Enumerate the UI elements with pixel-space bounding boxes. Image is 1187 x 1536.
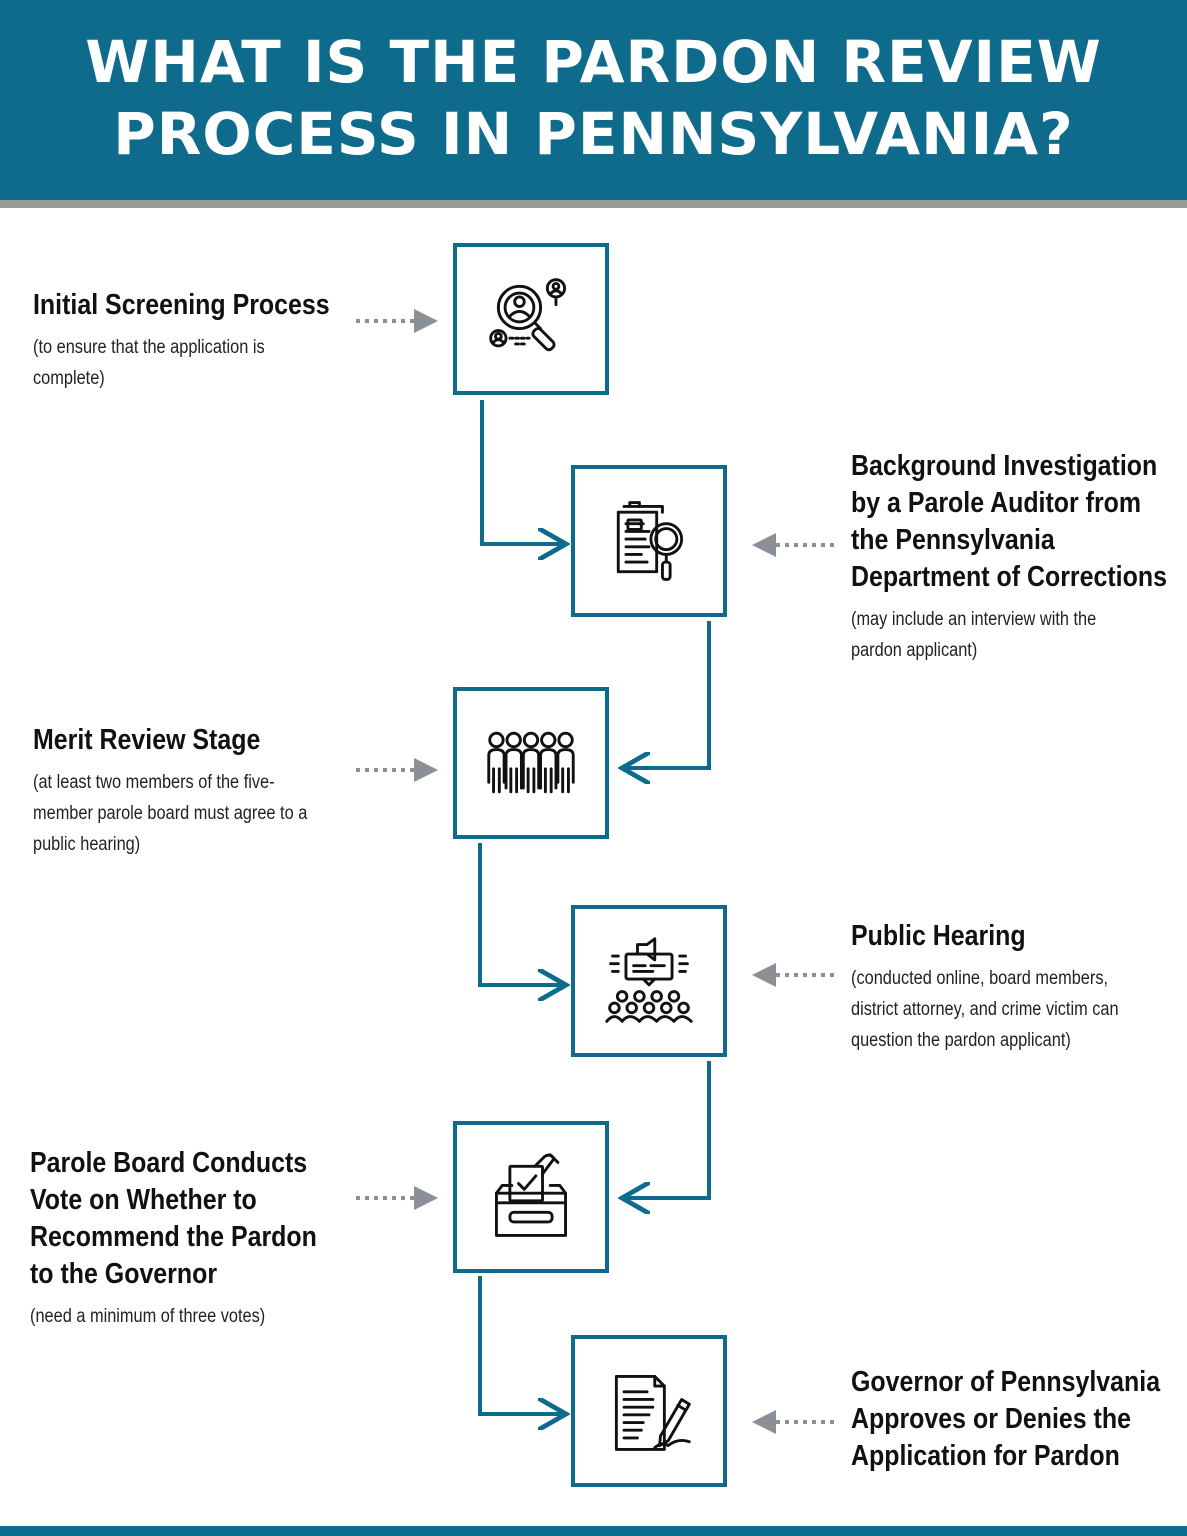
- step-5-title-line: Recommend the Pardon: [30, 1221, 317, 1253]
- step-6-icon-box: [571, 1335, 727, 1487]
- step-2-title-line: by a Parole Auditor from: [851, 487, 1142, 519]
- step-1-note: (to ensure that the application is compl…: [33, 332, 330, 394]
- step-3-note-line: public hearing): [33, 834, 141, 855]
- step-5-title-line: Parole Board Conducts: [30, 1147, 308, 1179]
- step-5-note-line: (need a minimum of three votes): [30, 1306, 266, 1327]
- step-4-note-line: district attorney, and crime victim can: [851, 999, 1119, 1020]
- step-5-title-line: Vote on Whether to: [30, 1184, 257, 1216]
- step-2-note-line: (may include an interview with the: [851, 609, 1097, 630]
- step-3-title: Merit Review Stage: [33, 722, 307, 759]
- step-1-title-line: Initial Screening Process: [33, 289, 330, 321]
- document-magnifier-icon: [616, 501, 684, 581]
- step-4-icon-box: [571, 905, 727, 1057]
- ballot-box-icon: [495, 1153, 567, 1237]
- step-4-note-line: question the pardon applicant): [851, 1030, 1071, 1051]
- step-6-title-line: Governor of Pennsylvania: [851, 1366, 1161, 1398]
- step-5-title-line: to the Governor: [30, 1258, 218, 1290]
- step-1-note-line: complete): [33, 368, 105, 389]
- footer-bar: [0, 1526, 1187, 1536]
- step-2-title: Background Investigation by a Parole Aud…: [851, 448, 1167, 596]
- step-2-note: (may include an interview with the pardo…: [851, 604, 1167, 666]
- step-4-title-line: Public Hearing: [851, 920, 1026, 952]
- document-signing-pen-icon: [614, 1375, 691, 1451]
- step-4-note: (conducted online, board members, distri…: [851, 963, 1119, 1056]
- step-1-text: Initial Screening Process (to ensure tha…: [33, 287, 378, 394]
- connector-5-6: [478, 1276, 562, 1414]
- step-1-note-line: (to ensure that the application is: [33, 337, 265, 358]
- step-1-title: Initial Screening Process: [33, 287, 330, 324]
- step-2-title-line: Department of Corrections: [851, 561, 1167, 593]
- step-6-title-line: Application for Pardon: [851, 1440, 1120, 1472]
- header-divider: [0, 200, 1187, 208]
- step-5-title: Parole Board Conducts Vote on Whether to…: [30, 1145, 317, 1293]
- step-3-text: Merit Review Stage (at least two members…: [33, 722, 352, 860]
- page-title: WHAT IS THE PARDON REVIEW PROCESS IN PEN…: [0, 26, 1187, 170]
- step-3-note-line: member parole board must agree to a: [33, 803, 308, 824]
- step-4-title: Public Hearing: [851, 918, 1119, 955]
- step-2-note-line: pardon applicant): [851, 640, 978, 661]
- title-line-1: WHAT IS THE PARDON REVIEW: [85, 28, 1102, 96]
- step-5-note: (need a minimum of three votes): [30, 1301, 317, 1332]
- step-2-icon-box: [571, 465, 727, 617]
- audience-megaphone-screen-icon: [605, 937, 693, 1023]
- step-1-icon-box: [453, 243, 609, 395]
- magnifier-people-search-icon: [489, 278, 567, 352]
- connector-1-2: [480, 400, 562, 544]
- step-3-note-line: (at least two members of the five-: [33, 772, 275, 793]
- step-2-title-line: Background Investigation: [851, 450, 1158, 482]
- title-line-2: PROCESS IN PENNSYLVANIA?: [113, 100, 1074, 168]
- step-6-title: Governor of Pennsylvania Approves or Den…: [851, 1364, 1160, 1475]
- step-6-text: Governor of Pennsylvania Approves or Den…: [851, 1364, 1187, 1475]
- group-of-people-icon: [487, 731, 575, 794]
- header-banner: [0, 0, 1187, 200]
- step-3-note: (at least two members of the five- membe…: [33, 767, 307, 860]
- step-5-icon-box: [453, 1121, 609, 1273]
- step-5-text: Parole Board Conducts Vote on Whether to…: [30, 1145, 364, 1332]
- connector-3-4: [478, 843, 562, 985]
- step-4-note-line: (conducted online, board members,: [851, 968, 1109, 989]
- step-3-icon-box: [453, 687, 609, 839]
- step-3-title-line: Merit Review Stage: [33, 724, 261, 756]
- connector-4-5: [626, 1061, 711, 1198]
- step-6-title-line: Approves or Denies the: [851, 1403, 1131, 1435]
- step-2-title-line: the Pennsylvania: [851, 524, 1055, 556]
- step-4-text: Public Hearing (conducted online, board …: [851, 918, 1162, 1056]
- connector-2-3: [626, 621, 711, 768]
- step-2-text: Background Investigation by a Parole Aud…: [851, 448, 1187, 666]
